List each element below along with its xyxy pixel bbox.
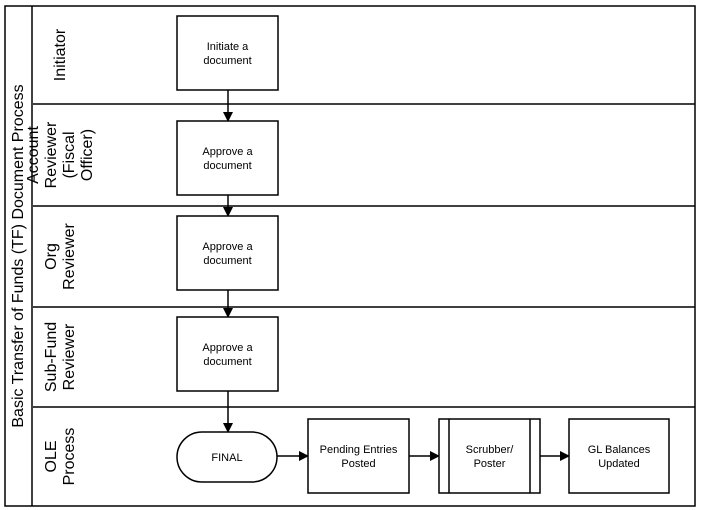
lane-label-line: (Fiscal xyxy=(61,131,78,178)
lane-label-line: OLE xyxy=(43,440,60,472)
node-approve-sub-fund: Approve a document xyxy=(176,316,279,392)
node-label: FINAL xyxy=(211,452,242,464)
node-label-line: Poster xyxy=(474,458,506,470)
node-label-line: document xyxy=(203,55,251,67)
node-label-line: document xyxy=(203,160,251,172)
node-label-line: document xyxy=(203,356,251,368)
box-shape xyxy=(176,215,279,291)
node-label: Approve a document xyxy=(202,342,253,368)
lane-label-line: Officer) xyxy=(79,129,96,181)
lane-sub-fund-reviewer: Sub-FundReviewer xyxy=(33,306,695,392)
lane-label-line: Initiator xyxy=(52,28,69,81)
lane-account-reviewer: AccountReviewer(FiscalOfficer) xyxy=(25,103,695,188)
lane-label-line: Process xyxy=(61,428,78,486)
box-shape xyxy=(176,15,279,91)
lane-label-initiator: Initiator xyxy=(52,28,69,81)
lane-label-account-reviewer: AccountReviewer(FiscalOfficer) xyxy=(25,121,96,188)
node-initiate-document: Initiate a document xyxy=(176,15,279,91)
node-label-line: Updated xyxy=(598,458,640,470)
diagram-title: Basic Transfer of Funds (TF) Document Pr… xyxy=(10,84,27,427)
lane-label-line: Reviewer xyxy=(61,222,78,289)
terminator-shape xyxy=(176,431,278,483)
node-label-line: FINAL xyxy=(211,452,242,464)
node-label-line: Approve a xyxy=(202,342,253,354)
node-label-line: GL Balances xyxy=(588,444,651,456)
node-label: Scrubber/Poster xyxy=(466,444,515,470)
lane-label-line: Org xyxy=(43,243,60,270)
box-shape xyxy=(568,418,670,494)
node-scrubber-poster: Scrubber/Poster xyxy=(438,418,541,494)
node-label-line: document xyxy=(203,255,251,267)
node-label-line: Initiate a xyxy=(207,41,249,53)
node-label-line: Approve a xyxy=(202,241,253,253)
lane-label-line: Reviewer xyxy=(61,323,78,390)
outer-frame xyxy=(4,5,696,507)
lane-label-ole-process: OLEProcess xyxy=(43,428,78,486)
node-approve-account: Approve a document xyxy=(176,120,279,196)
node-label-line: Approve a xyxy=(202,146,253,158)
node-label-line: Scrubber/ xyxy=(466,444,515,456)
lane-label-sub-fund-reviewer: Sub-FundReviewer xyxy=(43,322,78,392)
lane-ole-process: OLEProcess xyxy=(33,406,695,486)
node-label-line: Pending Entries xyxy=(320,444,398,456)
lane-org-reviewer: OrgReviewer xyxy=(33,205,695,290)
node-label-line: Posted xyxy=(341,458,375,470)
lane-label-line: Account xyxy=(25,126,42,184)
box-shape xyxy=(176,316,279,392)
box-shape xyxy=(438,418,541,494)
connectors xyxy=(223,90,570,461)
lane-label-line: Sub-Fund xyxy=(43,322,60,392)
node-approve-org: Approve a document xyxy=(176,215,279,291)
node-label: Approve a document xyxy=(202,146,253,172)
box-shape xyxy=(307,418,410,494)
node-final: FINAL xyxy=(176,431,278,483)
node-label: Initiate a document xyxy=(203,41,251,67)
box-shape xyxy=(176,120,279,196)
lane-label-line: Reviewer xyxy=(43,121,60,188)
swimlanes: InitiatorAccountReviewer(FiscalOfficer)O… xyxy=(25,28,695,485)
lane-label-org-reviewer: OrgReviewer xyxy=(43,222,78,289)
node-label: Approve a document xyxy=(202,241,253,267)
lane-initiator: Initiator xyxy=(52,28,69,81)
